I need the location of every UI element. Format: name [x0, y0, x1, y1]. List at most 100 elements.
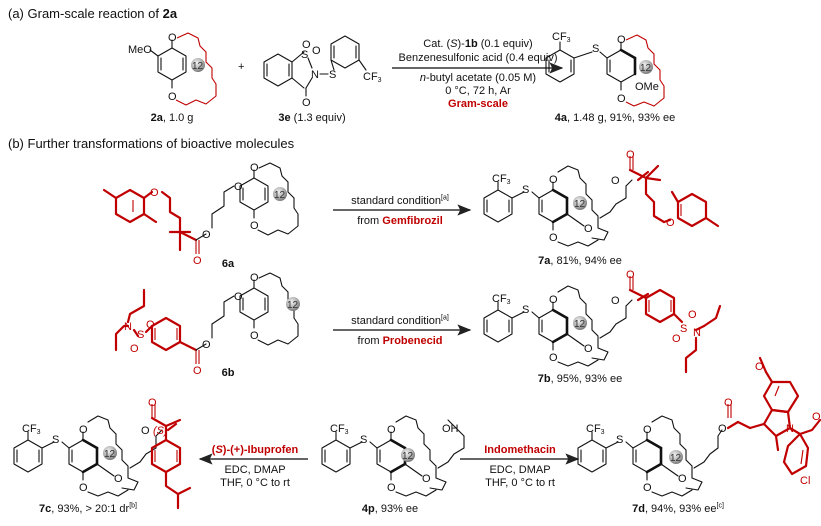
ring-size-text: 12: [402, 451, 414, 462]
atom-o: O: [148, 397, 157, 409]
atom-o: O: [130, 343, 139, 355]
compound-6a: [102, 162, 299, 254]
drug-indomethacin: Indomethacin: [484, 444, 556, 456]
label-6a: 6a: [221, 258, 235, 270]
drug-row2: from Probenecid: [357, 335, 443, 347]
condition-row2: standard condition[a]: [351, 314, 449, 327]
atom-o: O: [202, 339, 211, 351]
atom-o: O: [626, 269, 635, 281]
atom-o: O: [168, 91, 177, 103]
right-condition-reagents: EDC, DMAP: [489, 464, 551, 476]
label-4a: 4a, 1.48 g, 91%, 93% ee: [554, 112, 676, 124]
compound-4a: [545, 34, 665, 107]
atom-o: O: [549, 174, 558, 186]
cf3-label: CF3: [552, 31, 571, 44]
condition-acid: Benzenesulfonic acid (0.4 equiv): [398, 52, 558, 64]
ring-size-text: 12: [192, 61, 204, 72]
left-condition-solvent: THF, 0 °C to rt: [220, 477, 290, 489]
section-a-prefix: (a) Gram-scale reaction of: [8, 6, 163, 21]
label-3e: 3e (1.3 equiv): [278, 112, 346, 124]
compound-2a: [149, 32, 217, 106]
atom-o: O: [422, 473, 431, 485]
atom-o: O: [302, 97, 311, 109]
condition-solvent: n-butyl acetate (0.05 M): [419, 72, 537, 84]
compound-4p: [321, 415, 465, 497]
cf3-label: CF3: [492, 293, 511, 306]
label-7c: 7c, 93%, > 20:1 dr[b]: [38, 502, 138, 515]
compound-6b: [114, 272, 300, 364]
atom-n: N: [124, 321, 132, 333]
atom-o: O: [584, 223, 593, 235]
ring-size-badge: [401, 448, 415, 462]
compound-7d: [577, 356, 821, 497]
atom-o: O: [250, 272, 259, 284]
cf3-label: CF3: [22, 423, 41, 436]
section-a-title: (a) Gram-scale reaction of 2a: [8, 6, 177, 21]
atom-s: S: [52, 434, 59, 446]
atom-o: O: [302, 39, 311, 51]
atom-s: S: [592, 43, 599, 55]
label-7b: 7b, 95%, 93% ee: [537, 373, 623, 385]
atom-n: N: [693, 327, 701, 339]
atom-o: O: [626, 149, 635, 161]
atom-ome: OMe: [635, 81, 659, 93]
atom-o: O: [666, 217, 675, 229]
ring-size-badge: [639, 60, 653, 74]
atom-o: O: [672, 333, 681, 345]
atom-o: O: [114, 473, 123, 485]
atom-o: O: [193, 255, 202, 267]
atom-o: O: [202, 229, 211, 241]
condition-catalyst: Cat. (S)-1b (0.1 equiv): [423, 38, 533, 50]
label-7a: 7a, 81%, 94% ee: [538, 255, 622, 267]
ring-size-text: 12: [670, 453, 682, 464]
stereo-label: (S): [153, 425, 168, 437]
atom-o: O: [79, 424, 88, 436]
atom-o: O: [250, 220, 259, 232]
atom-s: S: [680, 323, 687, 335]
atom-o: O: [387, 424, 396, 436]
atom-o: O: [250, 330, 259, 342]
plus-sign: +: [238, 61, 244, 73]
atom-o: O: [168, 32, 177, 44]
atom-o: O: [141, 425, 150, 437]
compound-7c: [13, 404, 192, 510]
label-6b: 6b: [221, 367, 235, 379]
atom-o: O: [193, 365, 202, 377]
ring-size-badge: [573, 196, 587, 210]
ring-size-text: 12: [640, 63, 652, 74]
atom-s: S: [616, 434, 623, 446]
atom-o: O: [617, 93, 626, 105]
ring-size-badge: [103, 446, 117, 460]
atom-o: O: [584, 343, 593, 355]
condition-temp: 0 °C, 72 h, Ar: [445, 85, 511, 97]
atom-o: O: [617, 34, 626, 46]
atom-o: O: [250, 162, 259, 174]
atom-o: O: [234, 291, 243, 303]
atom-n: N: [786, 423, 794, 435]
atom-o: O: [724, 397, 733, 409]
atom-o: O: [234, 181, 243, 193]
atom-o: O: [812, 411, 821, 423]
atom-o: O: [312, 45, 321, 57]
atom-s: S: [522, 304, 529, 316]
atom-o: O: [718, 423, 727, 435]
section-b-title: (b) Further transformations of bioactive…: [8, 136, 295, 151]
atom-oh: OH: [442, 423, 459, 435]
ring-size-text: 12: [574, 319, 586, 330]
ring-size-badge: [573, 316, 587, 330]
atom-o: O: [678, 473, 687, 485]
atom-o: O: [643, 424, 652, 436]
label-7d: 7d, 94%, 93% ee[c]: [632, 502, 724, 515]
ring-size-text: 12: [287, 300, 299, 311]
atom-o: O: [755, 361, 764, 373]
drug-ibuprofen: (S)-(+)-Ibuprofen: [211, 444, 299, 456]
right-condition-solvent: THF, 0 °C to rt: [485, 477, 555, 489]
cf3-label: CF3: [363, 71, 382, 84]
atom-o: O: [549, 232, 558, 244]
condition-row1: standard condition[a]: [351, 194, 449, 207]
atom-o: O: [549, 352, 558, 364]
atom-o: O: [611, 295, 620, 307]
ring-size-badge: [191, 58, 205, 72]
atom-o: O: [611, 175, 620, 187]
